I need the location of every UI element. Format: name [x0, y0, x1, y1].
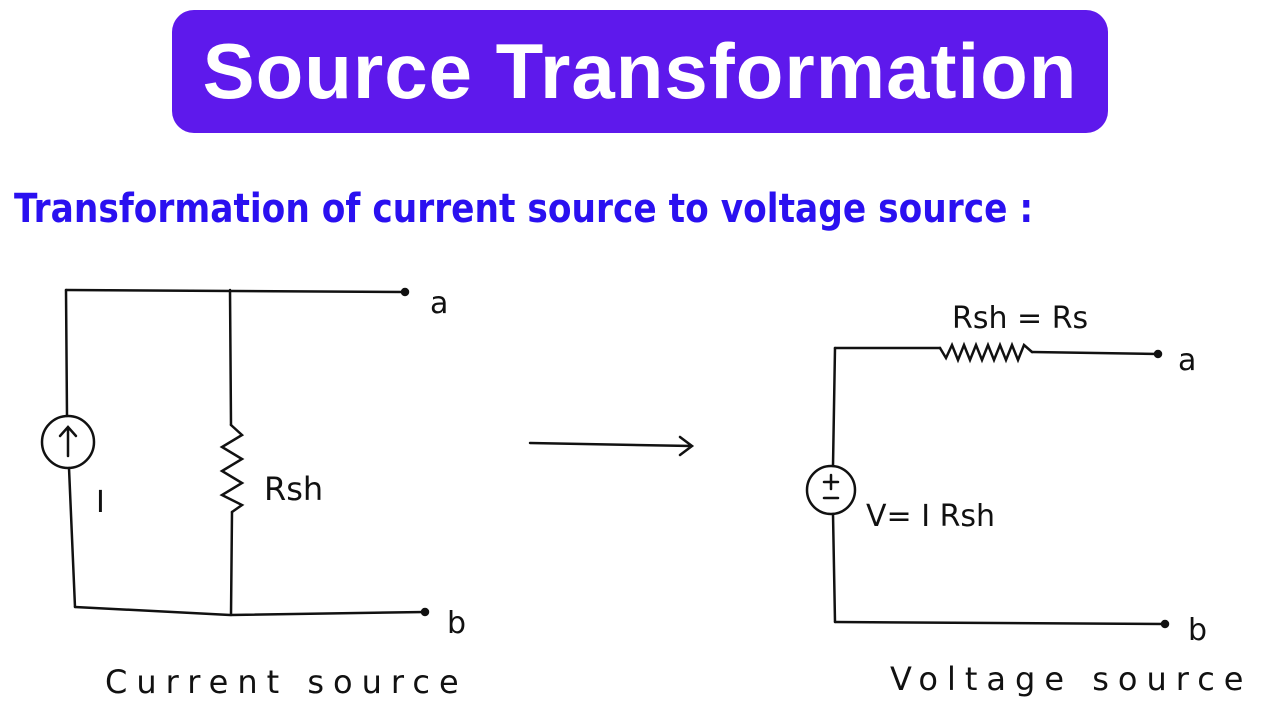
terminal-a-label: a: [430, 286, 448, 321]
page-title: Source Transformation: [202, 27, 1078, 115]
series-resistor-label: Rsh = Rs: [952, 301, 1088, 336]
terminal-b-dot: [1160, 619, 1170, 629]
terminal-b-label: b: [447, 606, 466, 641]
current-source-icon: [40, 414, 96, 470]
top-wire: [64, 288, 407, 294]
title-banner: Source Transformation: [172, 10, 1108, 133]
voltage-label: V= I Rsh: [866, 499, 995, 534]
resistor-icon: [219, 423, 245, 514]
terminal-b-label: b: [1188, 613, 1207, 648]
shunt-wire: [228, 288, 234, 617]
terminal-a-label: a: [1178, 343, 1196, 378]
terminal-b-dot: [420, 607, 430, 617]
caption-voltage-source: Voltage source: [890, 660, 1252, 698]
top-wire: [833, 346, 1160, 356]
arrow-icon: [528, 435, 695, 457]
terminal-a-dot: [1153, 349, 1163, 359]
bottom-wire: [833, 620, 1167, 626]
bottom-wire: [73, 605, 427, 617]
terminal-a-dot: [400, 287, 410, 297]
current-label: I: [96, 485, 105, 520]
resistor-icon: [938, 341, 1034, 364]
current-source-circuit: a b I Rsh Current source: [40, 286, 468, 701]
voltage-source-circuit: a b Rsh = Rs V= I Rsh Voltage source: [805, 301, 1252, 698]
subtitle: Transformation of current source to volt…: [14, 186, 1034, 232]
left-wire: [831, 346, 837, 624]
left-wire: [64, 288, 77, 609]
resistor-label: Rsh: [264, 470, 323, 508]
caption-current-source: Current source: [105, 663, 468, 701]
voltage-source-icon: [805, 464, 857, 516]
